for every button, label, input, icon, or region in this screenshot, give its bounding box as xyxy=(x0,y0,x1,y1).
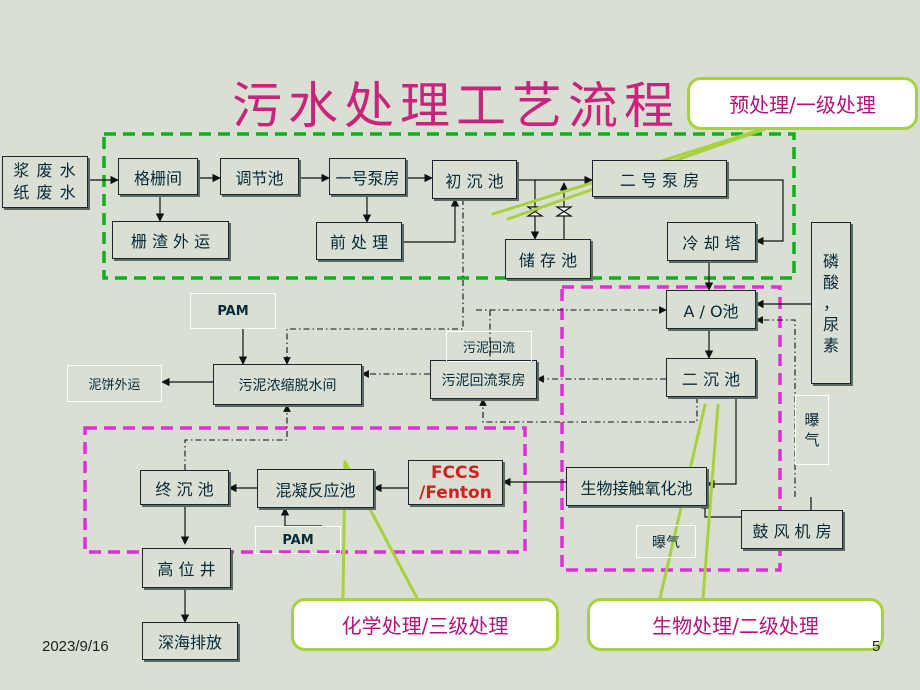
node-pump-house-1[interactable]: 一号泵房 xyxy=(329,158,406,195)
label-sludge-cake-out: 泥饼外运 xyxy=(67,365,162,402)
node-pretreatment[interactable]: 前 处 理 xyxy=(316,222,402,260)
sludge-bio-to-pump xyxy=(479,397,698,423)
flow-pump2-to-cooling xyxy=(727,179,784,246)
node-fcc-fenton[interactable]: FCCS /Fenton xyxy=(408,460,503,505)
label-pam-bottom: PAM xyxy=(255,526,341,554)
sludge-primary-to-dewatering xyxy=(283,199,464,365)
biological-treatment-frame xyxy=(560,285,782,572)
label-aeration-side: 曝 气 xyxy=(795,395,829,465)
node-ao-tank[interactable]: A / O池 xyxy=(666,290,756,329)
flow-secondary-to-bio xyxy=(706,397,737,489)
node-bio-contact-oxidation[interactable]: 生物接触氧化池 xyxy=(566,467,707,506)
node-deep-sea-discharge[interactable]: 深海排放 xyxy=(142,622,238,660)
callout-primary-treatment: 预处理/一级处理 xyxy=(687,77,918,130)
node-sludge-dewatering[interactable]: 污泥浓缩脱水间 xyxy=(213,364,362,405)
node-coagulation-tank[interactable]: 混凝反应池 xyxy=(257,469,374,508)
primary-treatment-frame xyxy=(102,132,796,280)
label-sludge-return: 污泥回流 xyxy=(446,331,532,362)
callout-biological-treatment: 生物处理/二级处理 xyxy=(587,598,884,651)
flow-pam-to-coagulation xyxy=(280,507,322,527)
label-pam-top: PAM xyxy=(190,293,276,329)
callout-chemical-treatment: 化学处理/三级处理 xyxy=(291,598,559,651)
flow-pretreatment-to-primary xyxy=(402,198,460,243)
node-high-level-well[interactable]: 高 位 井 xyxy=(142,548,231,588)
node-secondary-settling[interactable]: 二 沉 池 xyxy=(666,358,756,397)
slide-date: 2023/9/16 xyxy=(42,638,109,655)
sludge-chemical-to-dewatering xyxy=(184,404,291,470)
node-wastewater-inflow[interactable]: 浆 废 水 纸 废 水 xyxy=(2,156,88,208)
node-screenings-out[interactable]: 栅 渣 外 运 xyxy=(112,221,229,259)
fenton-label: FCCS /Fenton xyxy=(419,462,492,503)
node-storage-tank[interactable]: 储 存 池 xyxy=(505,239,591,279)
node-blower-room[interactable]: 鼓 风 机 房 xyxy=(741,510,843,549)
chemical-treatment-frame xyxy=(83,426,527,554)
node-phosphate-urea[interactable]: 磷 酸 ， 尿 素 xyxy=(811,222,851,384)
node-final-settling[interactable]: 终 沉 池 xyxy=(140,470,229,505)
node-sludge-return-pump[interactable]: 污泥回流泵房 xyxy=(430,360,537,399)
node-cooling-tower[interactable]: 冷 却 塔 xyxy=(667,222,756,261)
slide-title: 污水处理工艺流程 xyxy=(232,77,680,135)
aeration-line-to-ao xyxy=(755,316,796,497)
slide-page-number: 5 xyxy=(872,638,881,655)
node-pump-house-2[interactable]: 二 号 泵 房 xyxy=(592,160,727,197)
node-grille[interactable]: 格栅间 xyxy=(118,158,198,195)
label-aeration-bottom: 曝气 xyxy=(636,525,696,558)
node-primary-settling[interactable]: 初 沉 池 xyxy=(432,160,517,199)
node-regulating-tank[interactable]: 调节池 xyxy=(220,158,299,195)
valve-2-icon[interactable] xyxy=(554,206,574,217)
